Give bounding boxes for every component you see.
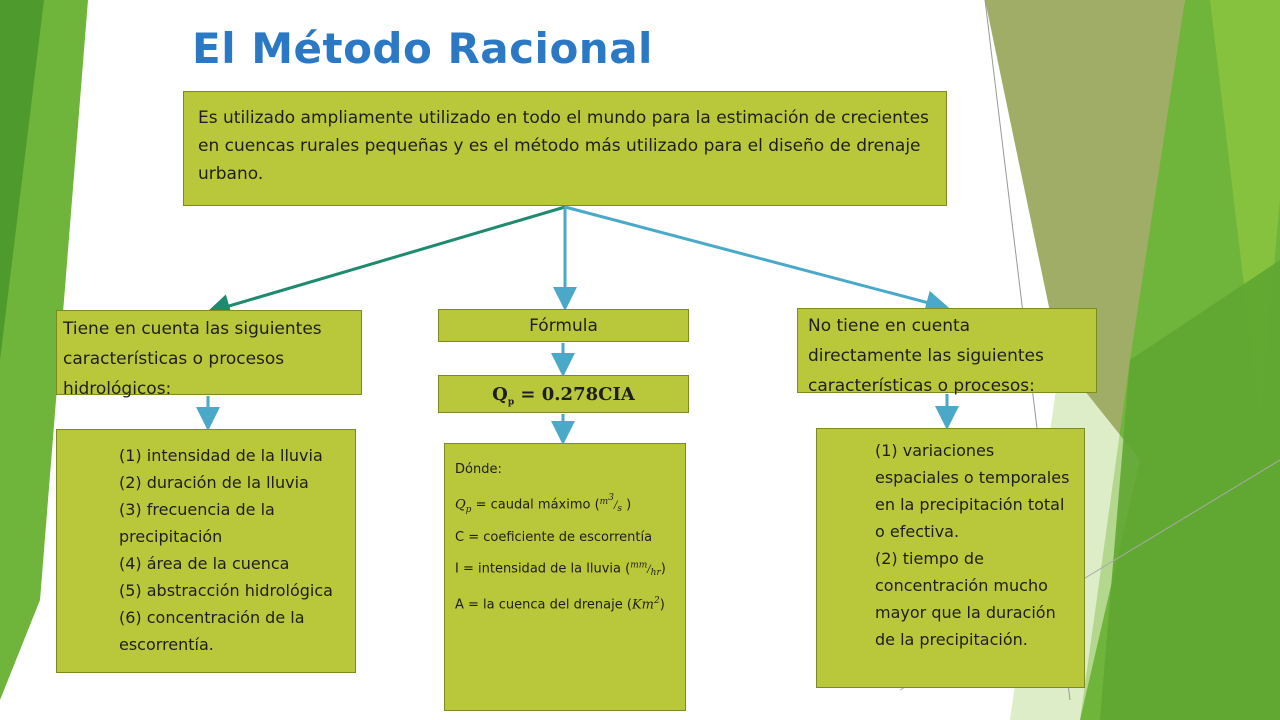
page-title: El Método Racional xyxy=(192,24,653,73)
arrow-to-right-header xyxy=(564,205,950,315)
formula-rhs: = 0.278CIA xyxy=(520,384,635,405)
arrow-to-left-header xyxy=(206,205,566,318)
a-unit-exponent: 2 xyxy=(654,596,660,607)
definition-i: I = intensidad de la lluvia (mm/hr) xyxy=(455,556,675,583)
definition-qp: Qp = caudal máximo (m3/s ) xyxy=(455,488,675,520)
considered-header-text: Tiene en cuenta las siguientes caracterí… xyxy=(63,319,322,399)
a-close: ) xyxy=(659,597,665,613)
list-item: (2) tiempo de concentración mucho mayor … xyxy=(875,549,1056,649)
formula-lhs-subscript: p xyxy=(507,397,515,408)
formula-definitions-box: Dónde: Qp = caudal máximo (m3/s ) C = co… xyxy=(444,443,686,711)
i-close: ) xyxy=(660,561,666,577)
list-item: (1) intensidad de la lluvia xyxy=(119,446,323,465)
a-unit: Km xyxy=(631,597,655,613)
not-considered-header-text: No tiene en cuenta directamente las sigu… xyxy=(808,316,1044,396)
qp-unit: m3/s xyxy=(599,493,622,515)
definitions-intro: Dónde: xyxy=(455,462,502,477)
i-unit: mm/hr xyxy=(630,560,661,579)
formula-lhs: Q xyxy=(492,384,508,405)
list-item: (2) duración de la lluvia xyxy=(119,473,309,492)
method-description: Es utilizado ampliamente utilizado en to… xyxy=(198,108,929,184)
definition-a: A = la cuenca del drenaje (Km2) xyxy=(455,591,675,615)
qp-close: ) xyxy=(621,497,632,513)
right-bottom-green xyxy=(1100,260,1280,720)
definition-c: C = coeficiente de escorrentía xyxy=(455,529,653,545)
list-item: (6) concentración de la escorrentía. xyxy=(119,608,305,654)
list-item: (5) abstracción hidrológica xyxy=(119,581,333,600)
qp-subscript: p xyxy=(465,504,472,515)
list-item: (1) variaciones espaciales o temporales … xyxy=(875,441,1070,541)
considered-characteristics-list: (1) intensidad de la lluvia (2) duración… xyxy=(56,429,356,673)
list-item: (4) área de la cuenca xyxy=(119,554,290,573)
qp-symbol: Q xyxy=(455,497,466,513)
considered-characteristics-header: Tiene en cuenta las siguientes caracterí… xyxy=(56,310,362,399)
i-text: I = intensidad de la lluvia ( xyxy=(455,561,631,577)
list-item: (3) frecuencia de la precipitación xyxy=(119,500,275,546)
formula-box: Qp = 0.278CIA xyxy=(438,375,689,413)
formula-header: Fórmula xyxy=(438,309,689,342)
qp-text: = caudal máximo ( xyxy=(471,497,600,513)
formula-header-text: Fórmula xyxy=(529,316,598,336)
not-considered-header: No tiene en cuenta directamente las sigu… xyxy=(797,308,1097,396)
not-considered-list: (1) variaciones espaciales o temporales … xyxy=(816,428,1085,688)
method-description-box: Es utilizado ampliamente utilizado en to… xyxy=(183,91,947,206)
a-text: A = la cuenca del drenaje ( xyxy=(455,597,632,613)
left-green-band-dark xyxy=(0,0,44,360)
